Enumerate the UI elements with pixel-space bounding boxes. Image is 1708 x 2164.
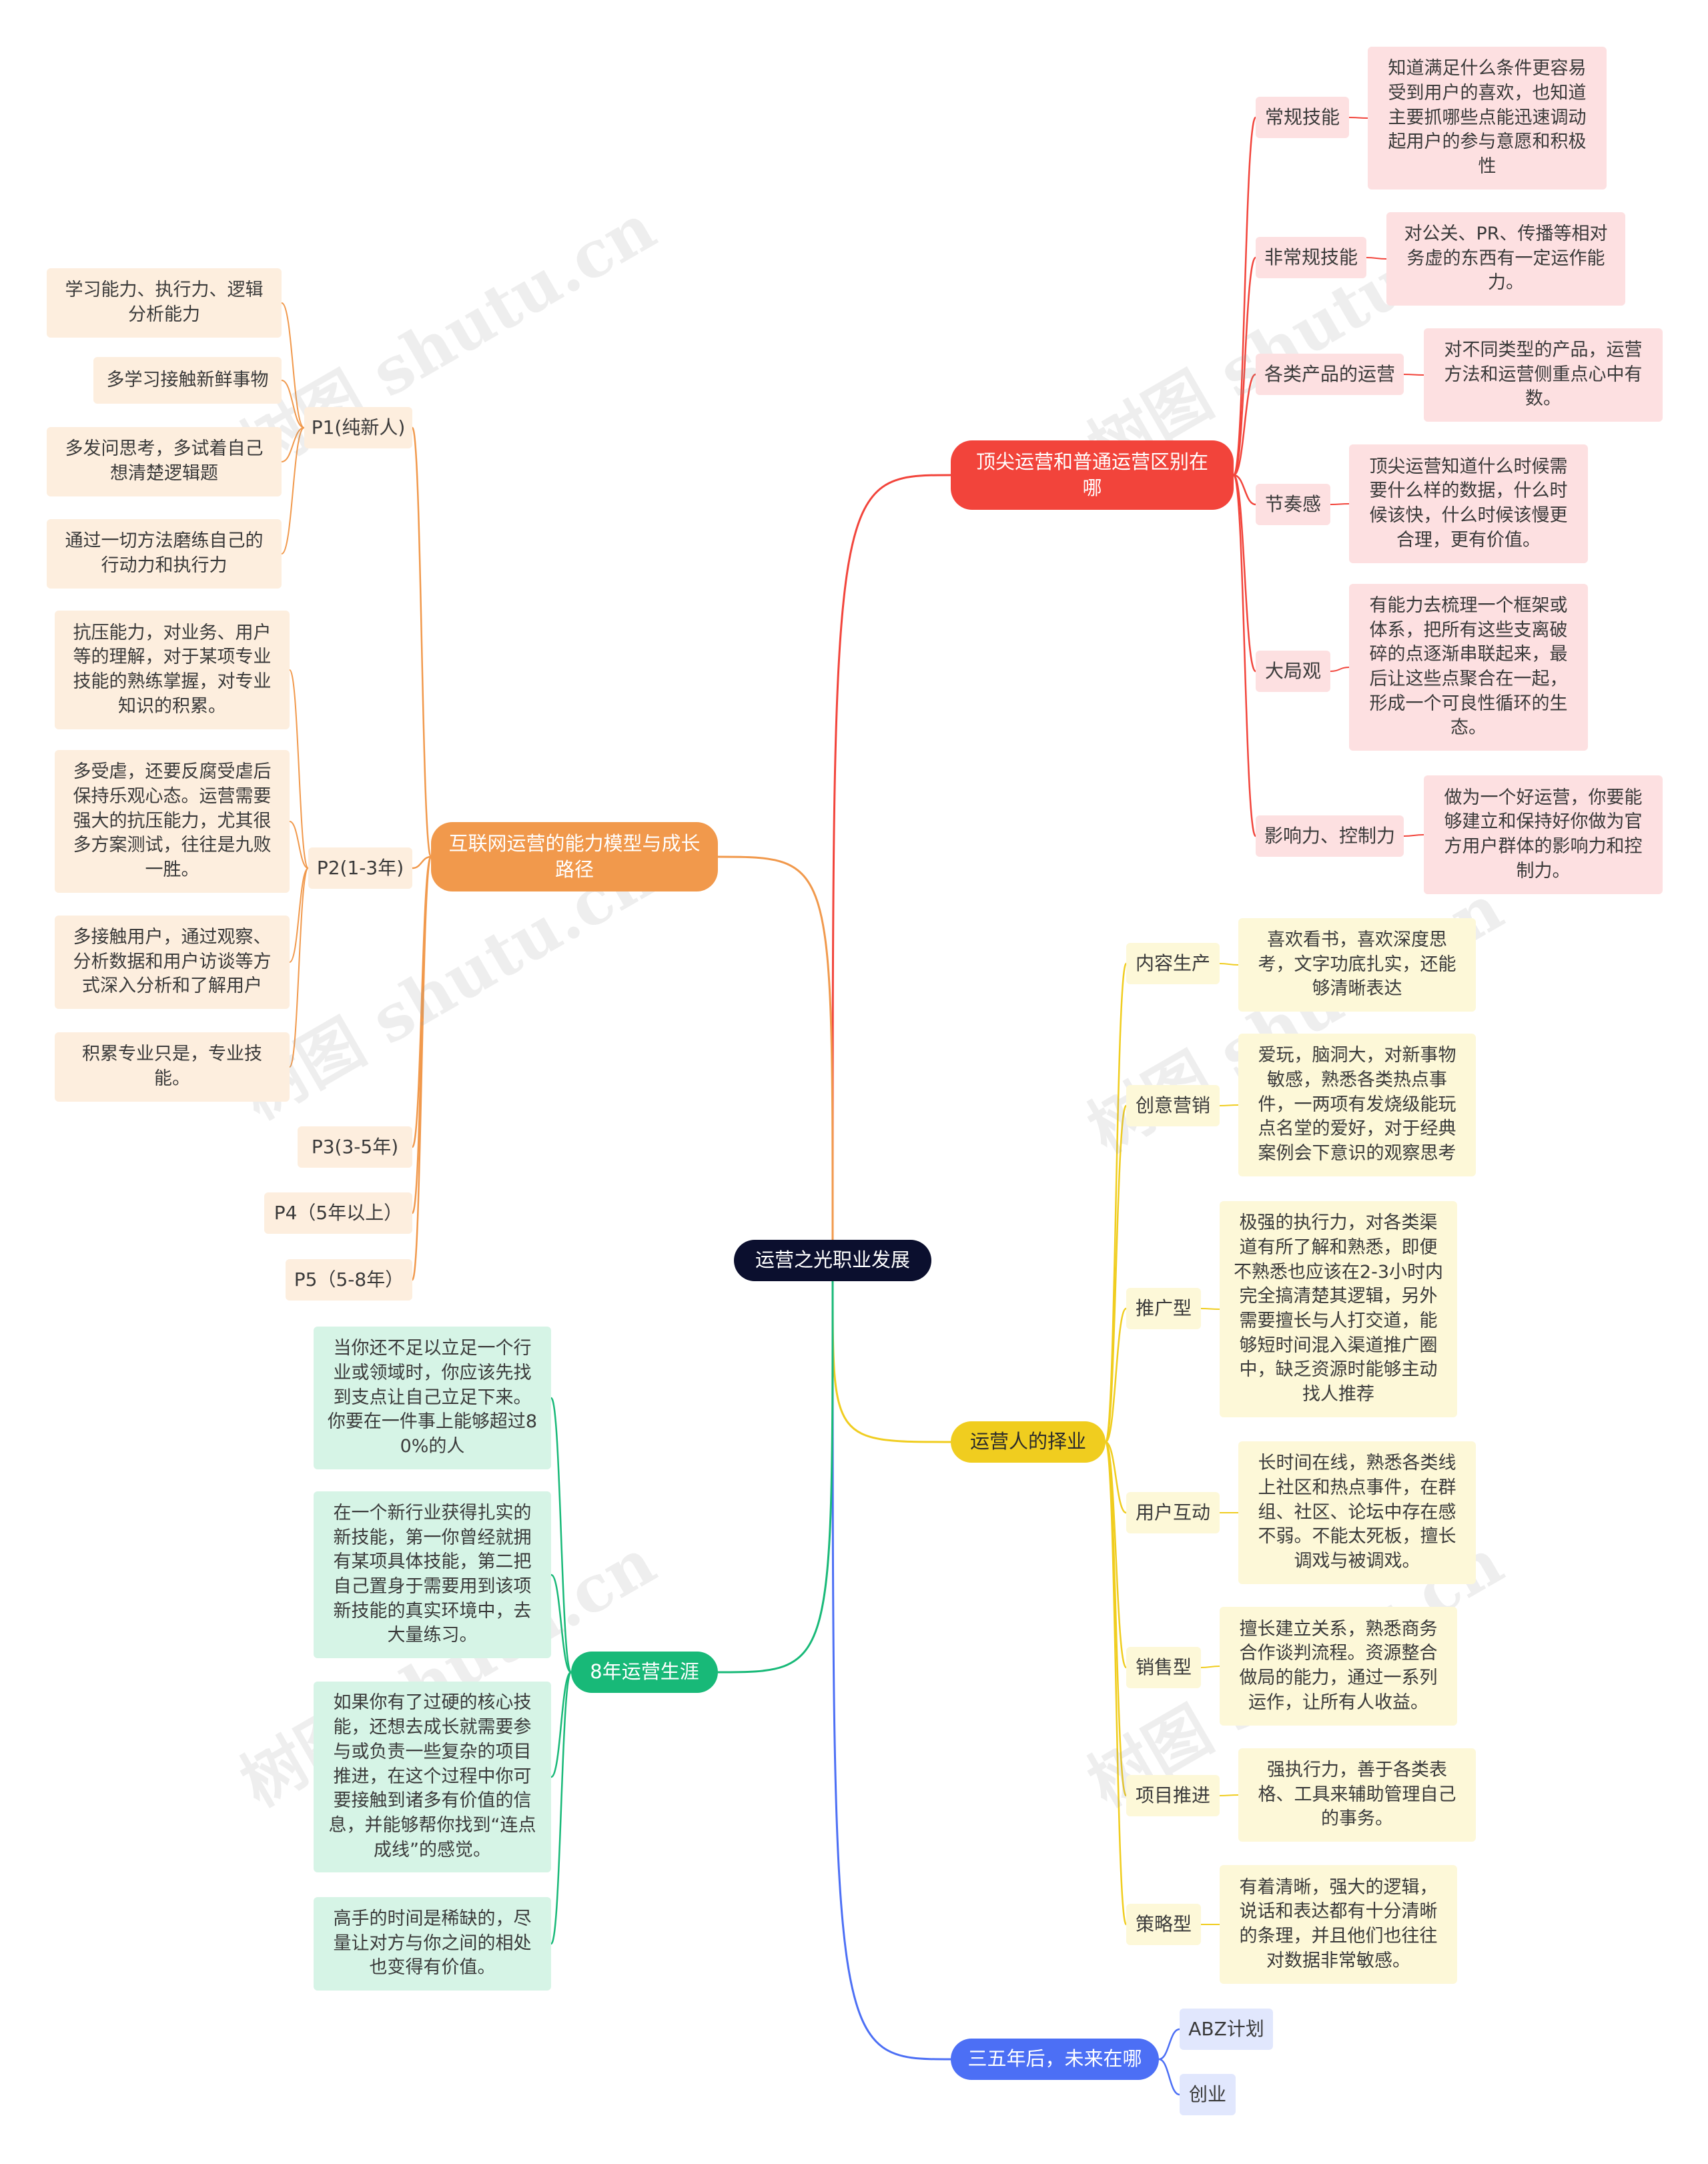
sub-user-interaction[interactable]: 用户互动 bbox=[1126, 1492, 1220, 1533]
detail-connector bbox=[281, 427, 305, 555]
detail-connector bbox=[289, 821, 309, 869]
sub-promotion[interactable]: 推广型 bbox=[1126, 1288, 1201, 1329]
detail-connector bbox=[1200, 1666, 1220, 1668]
detail-connector bbox=[550, 1573, 572, 1674]
branch-connector bbox=[412, 855, 432, 869]
detail-user-interaction: 长时间在线，熟悉各类线上社区和热点事件，在群组、社区、论坛中存在感不弱。不能太死… bbox=[1238, 1441, 1476, 1584]
detail-8y-item: 如果你有了过硬的核心技能，还想去成长就需要参与或负责一些复杂的项目推进，在这个过… bbox=[314, 1682, 551, 1872]
branch-connector bbox=[1104, 1307, 1128, 1443]
detail-p2-item: 多接触用户，通过观察、分析数据和用户访谈等方式深入分析和了解用户 bbox=[55, 916, 290, 1009]
detail-connector bbox=[289, 867, 309, 1068]
branch-connector bbox=[1232, 474, 1257, 837]
detail-project: 强执行力，善于各类表格、工具来辅助管理自己的事务。 bbox=[1238, 1748, 1476, 1842]
branch-connector bbox=[1158, 2028, 1180, 2061]
detail-connector bbox=[550, 1671, 572, 1945]
branch-connector bbox=[411, 426, 432, 858]
sub-p4[interactable]: P4（5年以上） bbox=[264, 1192, 412, 1234]
detail-sales: 擅长建立关系，熟悉商务合作谈判流程。资源整合做局的能力，通过一系列运作，让所有人… bbox=[1220, 1607, 1457, 1726]
sub-creative-marketing[interactable]: 创意营销 bbox=[1126, 1085, 1220, 1126]
detail-content: 喜欢看书，喜欢深度思考，文字功底扎实，还能够清晰表达 bbox=[1238, 918, 1476, 1012]
detail-connector bbox=[289, 867, 309, 963]
branch-connector bbox=[1104, 1104, 1128, 1443]
root-connector bbox=[717, 1281, 834, 1674]
branch-career-choice[interactable]: 运营人的择业 bbox=[951, 1421, 1106, 1463]
sub-content[interactable]: 内容生产 bbox=[1126, 943, 1220, 984]
sub-product-ops[interactable]: 各类产品的运营 bbox=[1256, 354, 1404, 395]
root-connector bbox=[717, 855, 834, 1240]
sub-influence[interactable]: 影响力、控制力 bbox=[1256, 815, 1404, 857]
detail-connector bbox=[1348, 117, 1368, 119]
detail-connector bbox=[1219, 1104, 1239, 1106]
branch-connector bbox=[1232, 256, 1257, 476]
detail-connector bbox=[281, 302, 305, 428]
sub-startup[interactable]: 创业 bbox=[1180, 2074, 1236, 2115]
detail-big-picture: 有能力去梳理一个框架或体系，把所有这些支离破碎的点逐渐串联起来，最后让这些点聚合… bbox=[1349, 584, 1588, 751]
detail-connector bbox=[1330, 667, 1350, 672]
sub-project[interactable]: 项目推进 bbox=[1126, 1775, 1220, 1816]
detail-connector bbox=[1403, 374, 1424, 376]
branch-connector bbox=[1233, 474, 1256, 506]
branch-future[interactable]: 三五年后，未来在哪 bbox=[951, 2039, 1159, 2080]
sub-regular-skill[interactable]: 常规技能 bbox=[1256, 97, 1349, 138]
branch-8-years[interactable]: 8年运营生涯 bbox=[571, 1652, 718, 1693]
detail-promotion: 极强的执行力，对各类渠道有所了解和熟悉，即便不熟悉也应该在2-3小时内完全搞清楚… bbox=[1220, 1201, 1457, 1417]
sub-sales[interactable]: 销售型 bbox=[1126, 1647, 1201, 1688]
detail-strategy: 有着清晰，强大的逻辑，说话和表达都有十分清晰的条理，并且他们也往往对数据非常敏感… bbox=[1220, 1865, 1457, 1984]
detail-8y-item: 在一个新行业获得扎实的新技能，第一你曾经就拥有某项具体技能，第二把自己置身于需要… bbox=[314, 1491, 551, 1658]
branch-top-vs-ordinary[interactable]: 顶尖运营和普通运营区别在哪 bbox=[951, 440, 1234, 510]
detail-connector bbox=[1366, 257, 1387, 260]
detail-connector bbox=[1219, 1794, 1239, 1796]
sub-p1[interactable]: P1(纯新人) bbox=[304, 407, 412, 448]
detail-connector bbox=[550, 1397, 572, 1674]
branch-connector bbox=[1232, 474, 1257, 673]
sub-rhythm[interactable]: 节奏感 bbox=[1256, 484, 1330, 525]
branch-connector bbox=[1232, 116, 1257, 476]
sub-abz-plan[interactable]: ABZ计划 bbox=[1180, 2009, 1273, 2050]
sub-p2[interactable]: P2(1-3年) bbox=[308, 847, 412, 889]
detail-p1-item: 通过一切方法磨练自己的行动力和执行力 bbox=[47, 519, 282, 589]
root-connector bbox=[831, 1281, 951, 1443]
branch-ability-model[interactable]: 互联网运营的能力模型与成长路径 bbox=[431, 822, 718, 891]
root-node[interactable]: 运营之光职业发展 bbox=[734, 1240, 931, 1281]
detail-p2-item: 积累专业只是，专业技能。 bbox=[55, 1032, 290, 1102]
detail-rhythm: 顶尖运营知道什么时候需要什么样的数据，什么时候该快，什么时候该慢更合理，更有价值… bbox=[1349, 444, 1588, 563]
detail-8y-item: 当你还不足以立足一个行业或领域时，你应该先找到支点让自己立足下来。你要在一件事上… bbox=[314, 1327, 551, 1469]
branch-connector bbox=[1104, 1441, 1128, 1926]
detail-connector bbox=[550, 1671, 572, 1778]
sub-big-picture[interactable]: 大局观 bbox=[1256, 651, 1330, 692]
detail-connector bbox=[1219, 963, 1239, 966]
detail-regular-skill: 知道满足什么条件更容易受到用户的喜欢，也知道主要抓哪些点能迅速调动起用户的参与意… bbox=[1368, 47, 1607, 190]
detail-influence: 做为一个好运营，你要能够建立和保持好你做为官方用户群体的影响力和控制力。 bbox=[1424, 775, 1663, 894]
sub-strategy[interactable]: 策略型 bbox=[1126, 1904, 1201, 1945]
sub-irregular-skill[interactable]: 非常规技能 bbox=[1256, 237, 1366, 278]
root-connector bbox=[831, 474, 951, 1240]
detail-connector bbox=[289, 669, 309, 869]
detail-p1-item: 学习能力、执行力、逻辑分析能力 bbox=[47, 268, 282, 338]
detail-p1-item: 多学习接触新鲜事物 bbox=[93, 357, 282, 404]
detail-p1-item: 多发问思考，多试着自己想清楚逻辑题 bbox=[47, 427, 282, 496]
detail-connector bbox=[281, 427, 305, 462]
branch-connector bbox=[1105, 1441, 1127, 1514]
detail-connector bbox=[1403, 834, 1424, 837]
sub-p5[interactable]: P5（5-8年） bbox=[286, 1259, 412, 1301]
branch-connector bbox=[1104, 1441, 1128, 1797]
branch-connector bbox=[1233, 373, 1256, 476]
detail-product-ops: 对不同类型的产品，运营方法和运营侧重点心中有数。 bbox=[1424, 328, 1663, 422]
branch-connector bbox=[411, 855, 432, 1281]
detail-connector bbox=[281, 380, 305, 428]
detail-creative-marketing: 爱玩，脑洞大，对新事物敏感，熟悉各类热点事件，一两项有发烧级能玩点名堂的爱好，对… bbox=[1238, 1034, 1476, 1176]
detail-8y-item: 高手的时间是稀缺的，尽量让对方与你之间的相处也变得有价值。 bbox=[314, 1897, 551, 1991]
branch-connector bbox=[1158, 2058, 1180, 2096]
detail-p2-item: 抗压能力，对业务、用户等的理解，对于某项专业技能的熟练掌握，对专业知识的积累。 bbox=[55, 611, 290, 729]
sub-p3[interactable]: P3(3-5年) bbox=[298, 1126, 412, 1168]
detail-irregular-skill: 对公关、PR、传播等相对务虚的东西有一定运作能力。 bbox=[1386, 212, 1625, 306]
root-connector bbox=[831, 1281, 951, 2061]
detail-p2-item: 多受虐，还要反腐受虐后保持乐观心态。运营需要强大的抗压能力，尤其很多方案测试，往… bbox=[55, 750, 290, 893]
